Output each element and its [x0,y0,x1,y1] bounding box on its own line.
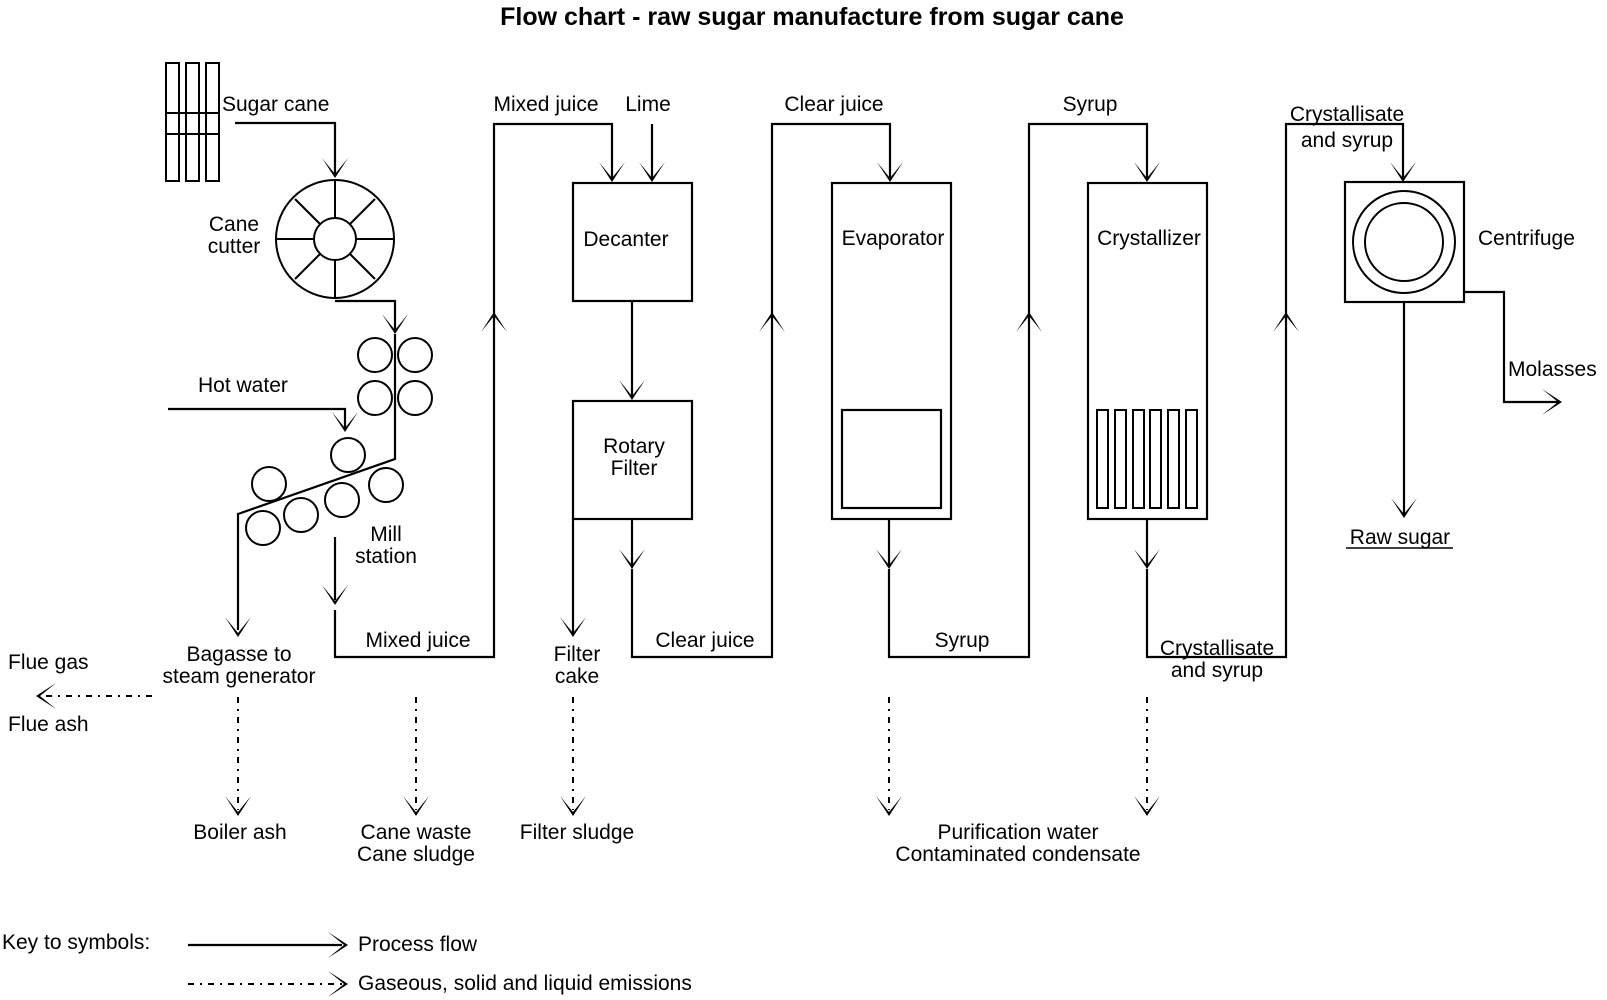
label-flue-gas: Flue gas [8,651,89,674]
label-hot-water: Hot water [198,374,288,397]
evaporator-inner-box [840,408,943,510]
chart-title: Flow chart - raw sugar manufacture from … [500,3,1124,31]
label-clear-juice-out: Clear juice [655,629,754,652]
label-cane-cutter-2: cutter [208,235,261,258]
cane-cutter-icon [275,179,395,299]
label-rotary-2: Filter [611,457,658,480]
emission-flue [36,683,152,709]
emission-cane-waste [403,697,429,816]
label-mill-2: station [355,545,417,568]
label-purification-water: Purification water [937,821,1098,844]
sugar-cane-icon [165,62,220,182]
centrifuge-inner-ring [1364,202,1444,282]
emission-filter-sludge [560,697,586,816]
label-crystallisate-out-1: Crystallisate [1160,637,1274,660]
legend-heading: Key to symbols: [2,931,150,954]
label-mixed-juice-out: Mixed juice [365,629,470,652]
label-crystallisate-in-2: and syrup [1301,129,1393,152]
crystallizer-tubes-icon [1096,409,1198,509]
label-centrifuge: Centrifuge [1478,227,1575,250]
flow-molasses [1464,290,1562,415]
legend-emissions-label: Gaseous, solid and liquid emissions [358,972,692,995]
label-mill-1: Mill [370,523,402,546]
flow-cutter-to-mill [225,299,408,637]
label-syrup-in: Syrup [1063,93,1118,116]
label-cane-sludge: Cane sludge [357,843,475,866]
label-decanter: Decanter [583,228,668,251]
mill-rollers-icon [245,337,433,546]
label-molasses: Molasses [1508,358,1597,381]
emission-evaporator [876,697,902,816]
flow-decanter-to-filter [619,301,645,400]
label-sugar-cane: Sugar cane [222,93,329,116]
centrifuge-outer-ring [1352,190,1456,294]
centrifuge-box [1343,180,1466,304]
flow-lime [639,124,665,182]
label-lime: Lime [625,93,671,116]
legend-emissions-symbol [188,971,348,997]
label-cane-cutter-1: Cane [209,213,259,236]
flow-syrup [876,122,1160,659]
label-crystallisate-out-2: and syrup [1171,659,1263,682]
label-contaminated-condensate: Contaminated condensate [895,843,1140,866]
emission-boiler-ash [225,697,251,816]
flow-sugar-cane-to-cutter [235,121,348,178]
label-clear-juice-in: Clear juice [784,93,883,116]
label-cane-waste: Cane waste [361,821,472,844]
flow-raw-sugar [1391,302,1417,518]
legend: Key to symbols: Process flow Gaseous, so… [2,931,692,997]
label-bagasse-1: Bagasse to [186,643,291,666]
flow-crystallisate [1134,122,1416,659]
flow-hot-water [168,407,358,432]
legend-process-flow-label: Process flow [358,933,478,956]
emission-crystallizer [1134,697,1160,816]
label-filter-cake-1: Filter [554,643,601,666]
label-crystallizer: Crystallizer [1097,227,1201,250]
label-crystallisate-in-1: Crystallisate [1290,103,1404,126]
label-syrup-out: Syrup [935,629,990,652]
flow-filter-cake [560,519,586,637]
flow-clear-juice [619,122,903,659]
label-mixed-juice-in: Mixed juice [493,93,598,116]
label-evaporator: Evaporator [842,227,945,250]
legend-process-flow-symbol [188,932,348,958]
label-rotary-1: Rotary [603,435,665,458]
label-filter-sludge: Filter sludge [520,821,634,844]
label-boiler-ash: Boiler ash [193,821,286,844]
label-raw-sugar: Raw sugar [1350,526,1450,549]
label-bagasse-2: steam generator [163,665,316,688]
label-filter-cake-2: cake [555,665,599,688]
label-flue-ash: Flue ash [8,713,89,736]
flow-mixed-juice [322,122,625,659]
